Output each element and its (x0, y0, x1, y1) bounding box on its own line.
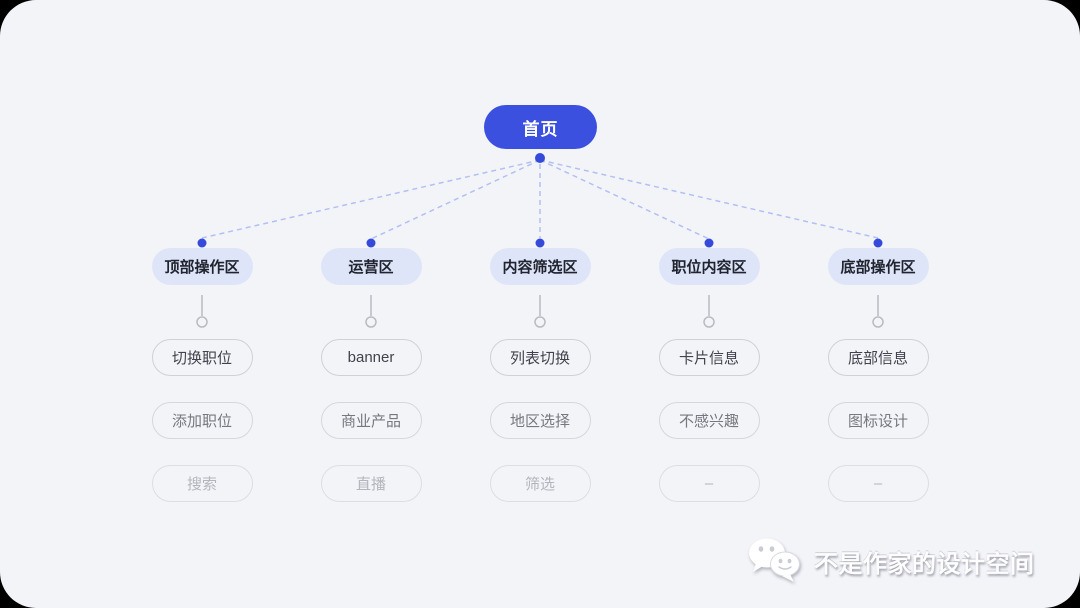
branch-column-top-operations: 顶部操作区 切换职位 添加职位 搜索 (151, 248, 253, 502)
branch-column-operations: 运营区 banner 商业产品 直播 (320, 248, 422, 502)
leaf-placeholder-2: – (827, 465, 929, 502)
leaf-search: 搜索 (151, 465, 253, 502)
leaf-region-select: 地区选择 (489, 402, 591, 439)
leaf-filter: 筛选 (489, 465, 591, 502)
leaf-commercial-product: 商业产品 (320, 402, 422, 439)
branch-column-content-filter: 内容筛选区 列表切换 地区选择 筛选 (489, 248, 591, 502)
leaf-add-job: 添加职位 (151, 402, 253, 439)
branch-column-job-content: 职位内容区 卡片信息 不感兴趣 – (658, 248, 760, 502)
leaf-live-stream: 直播 (320, 465, 422, 502)
leaf-switch-job: 切换职位 (151, 339, 253, 376)
watermark: 不是作家的设计空间 (746, 536, 1035, 586)
leaf-list-toggle: 列表切换 (489, 339, 591, 376)
leaf-not-interested: 不感兴趣 (658, 402, 760, 439)
branch-job-content: 职位内容区 (658, 248, 760, 285)
leaf-banner: banner (320, 339, 422, 376)
branch-bottom-operations: 底部操作区 (827, 248, 929, 285)
wechat-icon (749, 538, 800, 582)
root-node-home: 首页 (484, 105, 597, 149)
leaf-bottom-info: 底部信息 (827, 339, 929, 376)
branch-operations: 运营区 (320, 248, 422, 285)
branch-content-filter: 内容筛选区 (489, 248, 591, 285)
leaf-placeholder-1: – (658, 465, 760, 502)
leaf-icon-design: 图标设计 (827, 402, 929, 439)
leaf-card-info: 卡片信息 (658, 339, 760, 376)
branch-top-operations: 顶部操作区 (151, 248, 253, 285)
watermark-text: 不是作家的设计空间 (814, 550, 1035, 578)
branch-column-bottom-operations: 底部操作区 底部信息 图标设计 – (827, 248, 929, 502)
